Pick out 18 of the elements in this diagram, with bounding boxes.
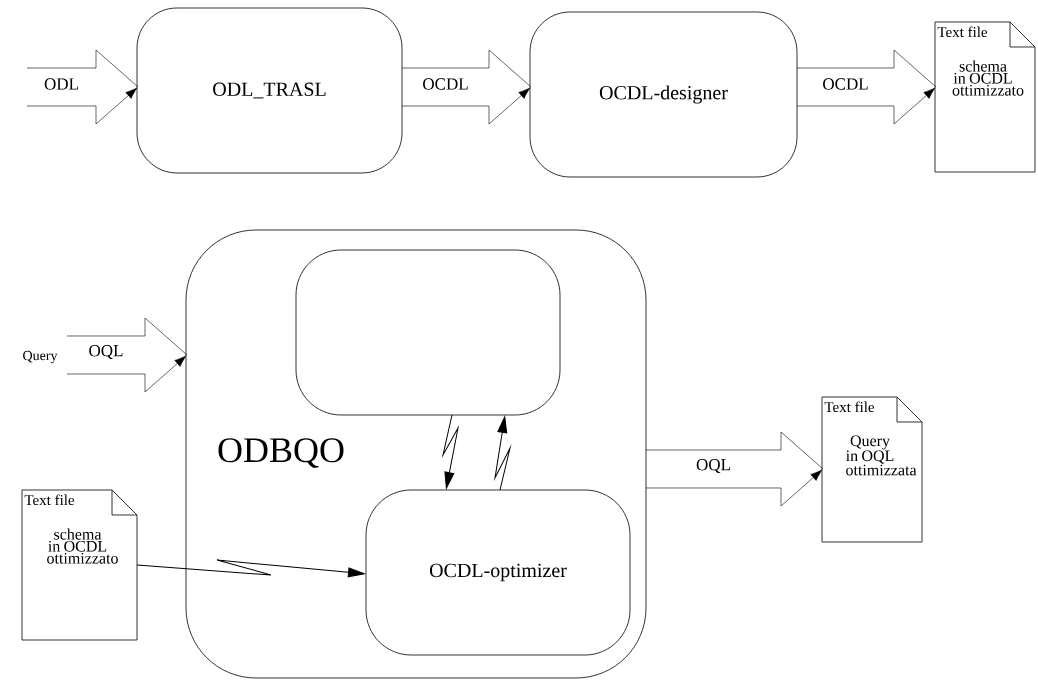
block-arrow [401, 49, 532, 125]
block-arrow [66, 317, 188, 393]
edge-label: OCDL [823, 78, 868, 90]
edge-label: OCDL [423, 78, 468, 90]
edge-label: OQL [89, 345, 123, 359]
edge-label: ODL [44, 78, 78, 90]
block-arrow [26, 49, 139, 125]
empty-box [295, 249, 561, 416]
edge-label: OQL [696, 459, 730, 473]
process-box: OCDL-designer [529, 11, 798, 178]
process-box: ODL_TRASL [136, 7, 403, 174]
lightning-arrow [494, 416, 511, 491]
lightning-arrow [136, 559, 365, 578]
lightning-arrow [442, 414, 459, 489]
input-label: Query [23, 350, 58, 364]
block-arrow [645, 431, 824, 507]
process-box: OCDL-optimizer [365, 489, 631, 656]
block-arrow [796, 49, 937, 125]
